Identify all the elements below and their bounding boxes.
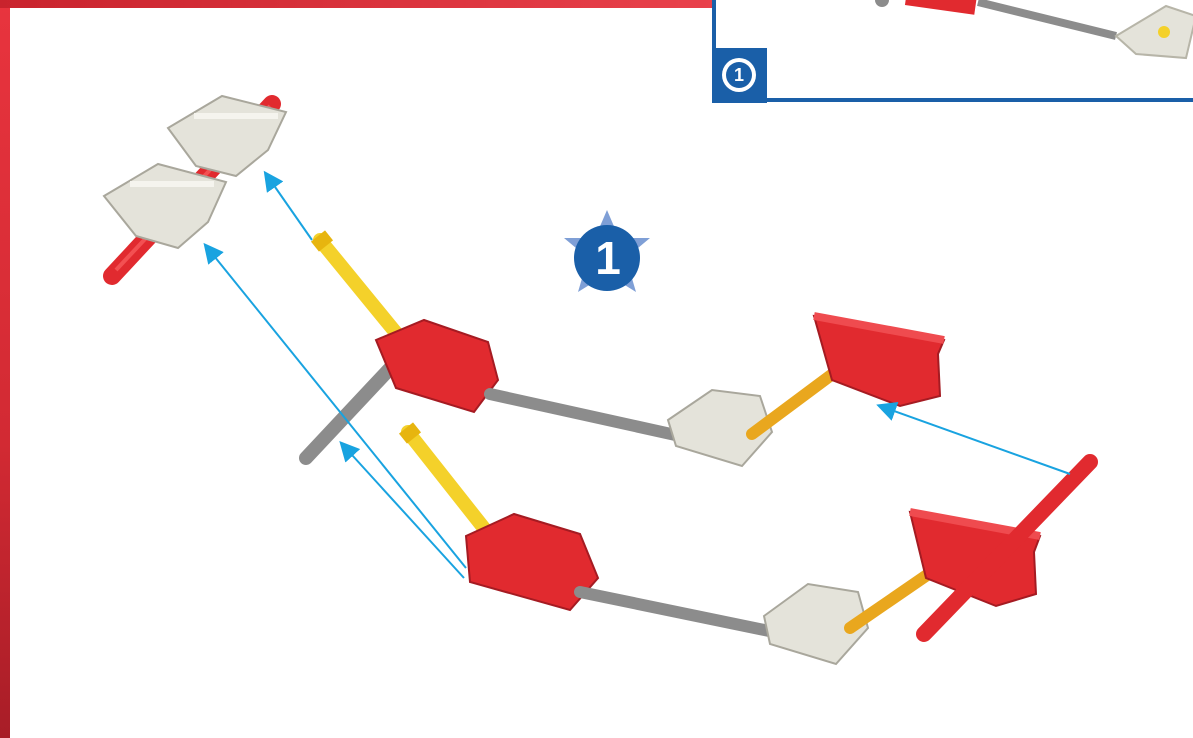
gray-rod-icon [977, 0, 1117, 40]
blue-arrow-icon [203, 242, 467, 569]
page-border-left [0, 0, 10, 738]
page-border-top [0, 0, 716, 8]
inset-step-badge: 1 [712, 48, 767, 103]
blue-arrow-icon [339, 441, 465, 579]
red-connector-icon [464, 512, 600, 612]
gray-rod-icon [299, 355, 403, 465]
red-connector-icon [374, 318, 500, 414]
white-connector-icon [762, 582, 870, 666]
red-connector-icon [812, 312, 946, 408]
blue-arrow-icon [876, 401, 1071, 475]
red-rod-icon [916, 454, 1098, 642]
gray-rod-end-icon [875, 0, 889, 7]
white-connector-icon [1114, 4, 1193, 60]
inset-step-number: 1 [726, 62, 752, 88]
gray-rod-icon [574, 586, 780, 638]
inset-step-circle: 1 [722, 58, 756, 92]
red-connector-icon [904, 0, 978, 15]
gray-rod-icon [484, 388, 686, 442]
yellow-rod-icon [398, 422, 505, 553]
white-connector-icon [166, 94, 288, 178]
inset-preview-panel [712, 0, 1193, 102]
white-connector-icon [102, 162, 228, 250]
step-number: 1 [595, 232, 621, 284]
inset-preview-parts [875, 0, 1193, 60]
step-star-icon [564, 210, 650, 292]
red-connector-icon [908, 508, 1042, 608]
blue-arrow-icon [263, 170, 313, 241]
white-connector-icon [666, 388, 774, 468]
